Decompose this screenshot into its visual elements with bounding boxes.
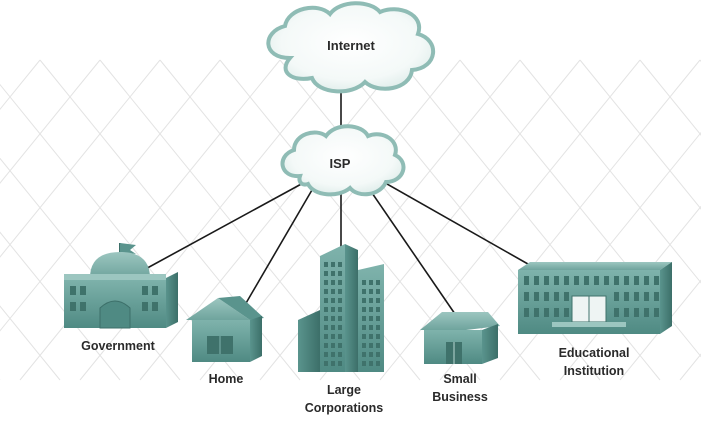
government-building-icon (64, 243, 178, 329)
internet-label: Internet (327, 38, 375, 53)
isp-label: ISP (330, 156, 351, 171)
government-label: Government (81, 339, 155, 353)
isp-educational-link (379, 179, 536, 269)
small-business-label-line2: Business (432, 390, 488, 404)
home-label: Home (209, 372, 244, 386)
isp-home-link (241, 189, 313, 311)
educational-label-line1: Educational (559, 346, 630, 360)
isp-cloud: ISP (280, 124, 406, 197)
educational-institution-building-icon (518, 262, 672, 334)
educational-label-line2: Institution (564, 364, 624, 378)
isp-small-business-link (369, 189, 456, 315)
large-corporations-label-line2: Corporations (305, 401, 384, 415)
large-corporations-label-line1: Large (327, 383, 361, 397)
internet-cloud: Internet (266, 1, 436, 94)
isp-government-link (139, 181, 306, 273)
home-house-icon (186, 296, 264, 362)
large-corporations-building-icon (298, 244, 384, 372)
small-business-label-line1: Small (443, 372, 476, 386)
small-business-building-icon (420, 312, 500, 364)
connections (139, 86, 536, 315)
